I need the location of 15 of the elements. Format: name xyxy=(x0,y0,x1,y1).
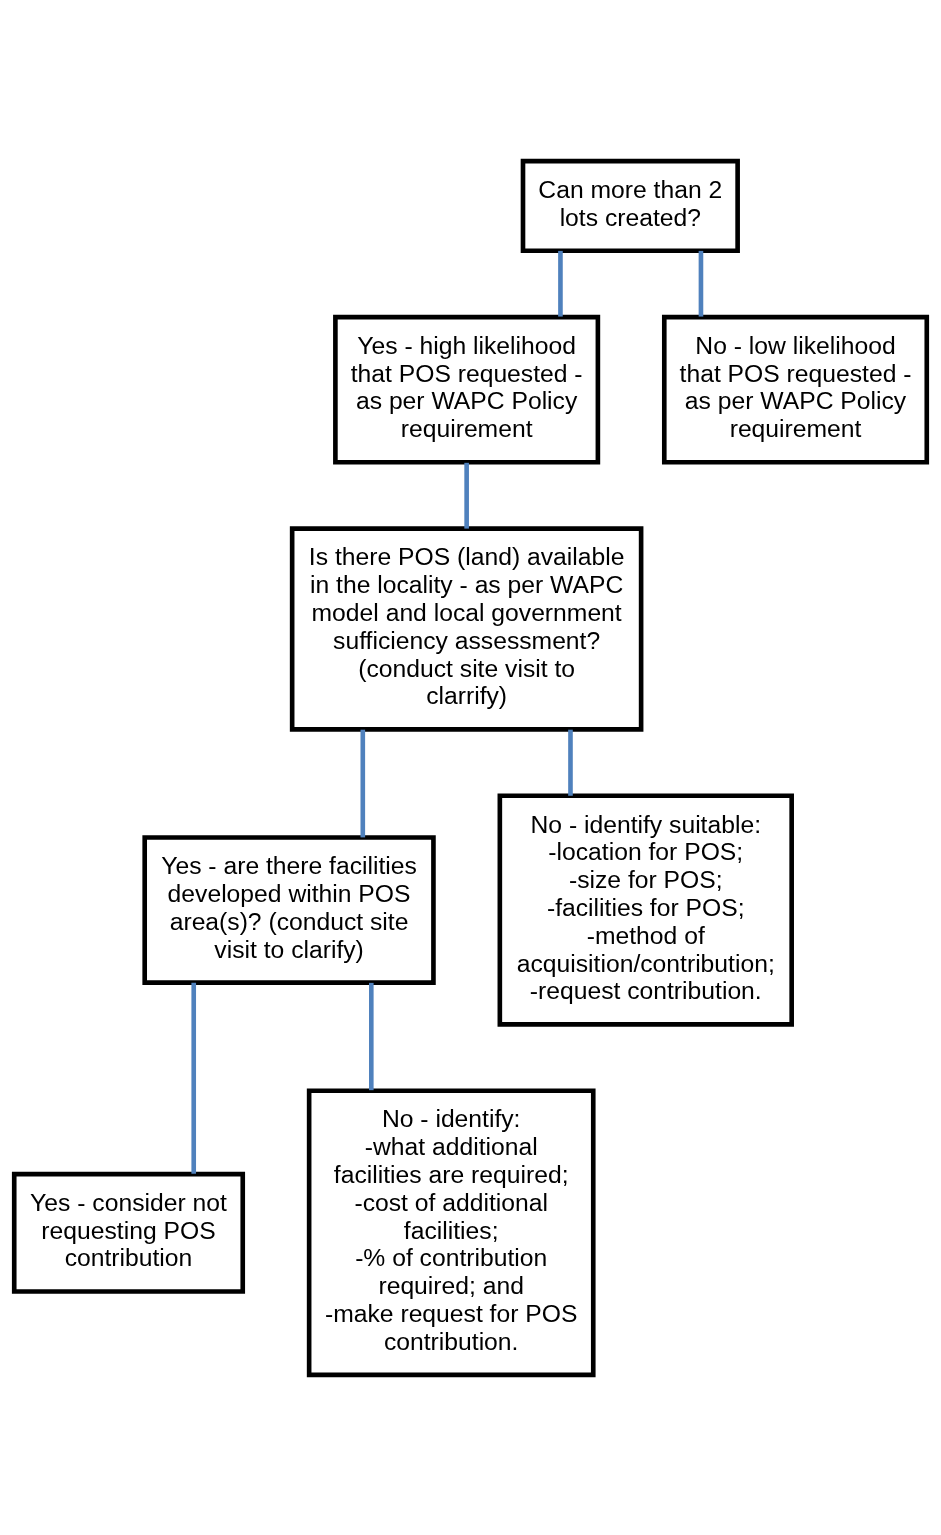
node-box: Yes - high likelihood that POS requested - as per WAPC Policy requirement xyxy=(333,314,601,465)
node-box: Can more than 2 lots created? xyxy=(520,158,740,253)
node-box: No - identify: -what additional facilities are required; -cost of additional facilities; -% of contribution required; and -make request for POS contribution. xyxy=(306,1087,596,1377)
connector xyxy=(698,250,704,317)
connector xyxy=(464,462,469,529)
node-box: Is there POS (land) available in the locality - as per WAPC model and local government sufficiency assessment? (conduct site visit to clarrify) xyxy=(289,525,644,732)
node-box: No - identify suitable: -location for POS; -size for POS; -facilities for POS; -method of acquisition/contribution; -request contribution. xyxy=(497,792,794,1027)
connector xyxy=(360,729,366,837)
node-box: Yes - are there facilities developed within POS area(s)? (conduct site visit to clarify) xyxy=(142,834,436,985)
node-box: Yes - consider not requesting POS contribution xyxy=(11,1171,246,1294)
connector xyxy=(558,250,563,317)
node-box: No - low likelihood that POS requested - as per WAPC Policy requirement xyxy=(661,314,930,465)
connector xyxy=(568,729,573,796)
connector xyxy=(368,982,374,1090)
connector xyxy=(191,982,197,1174)
